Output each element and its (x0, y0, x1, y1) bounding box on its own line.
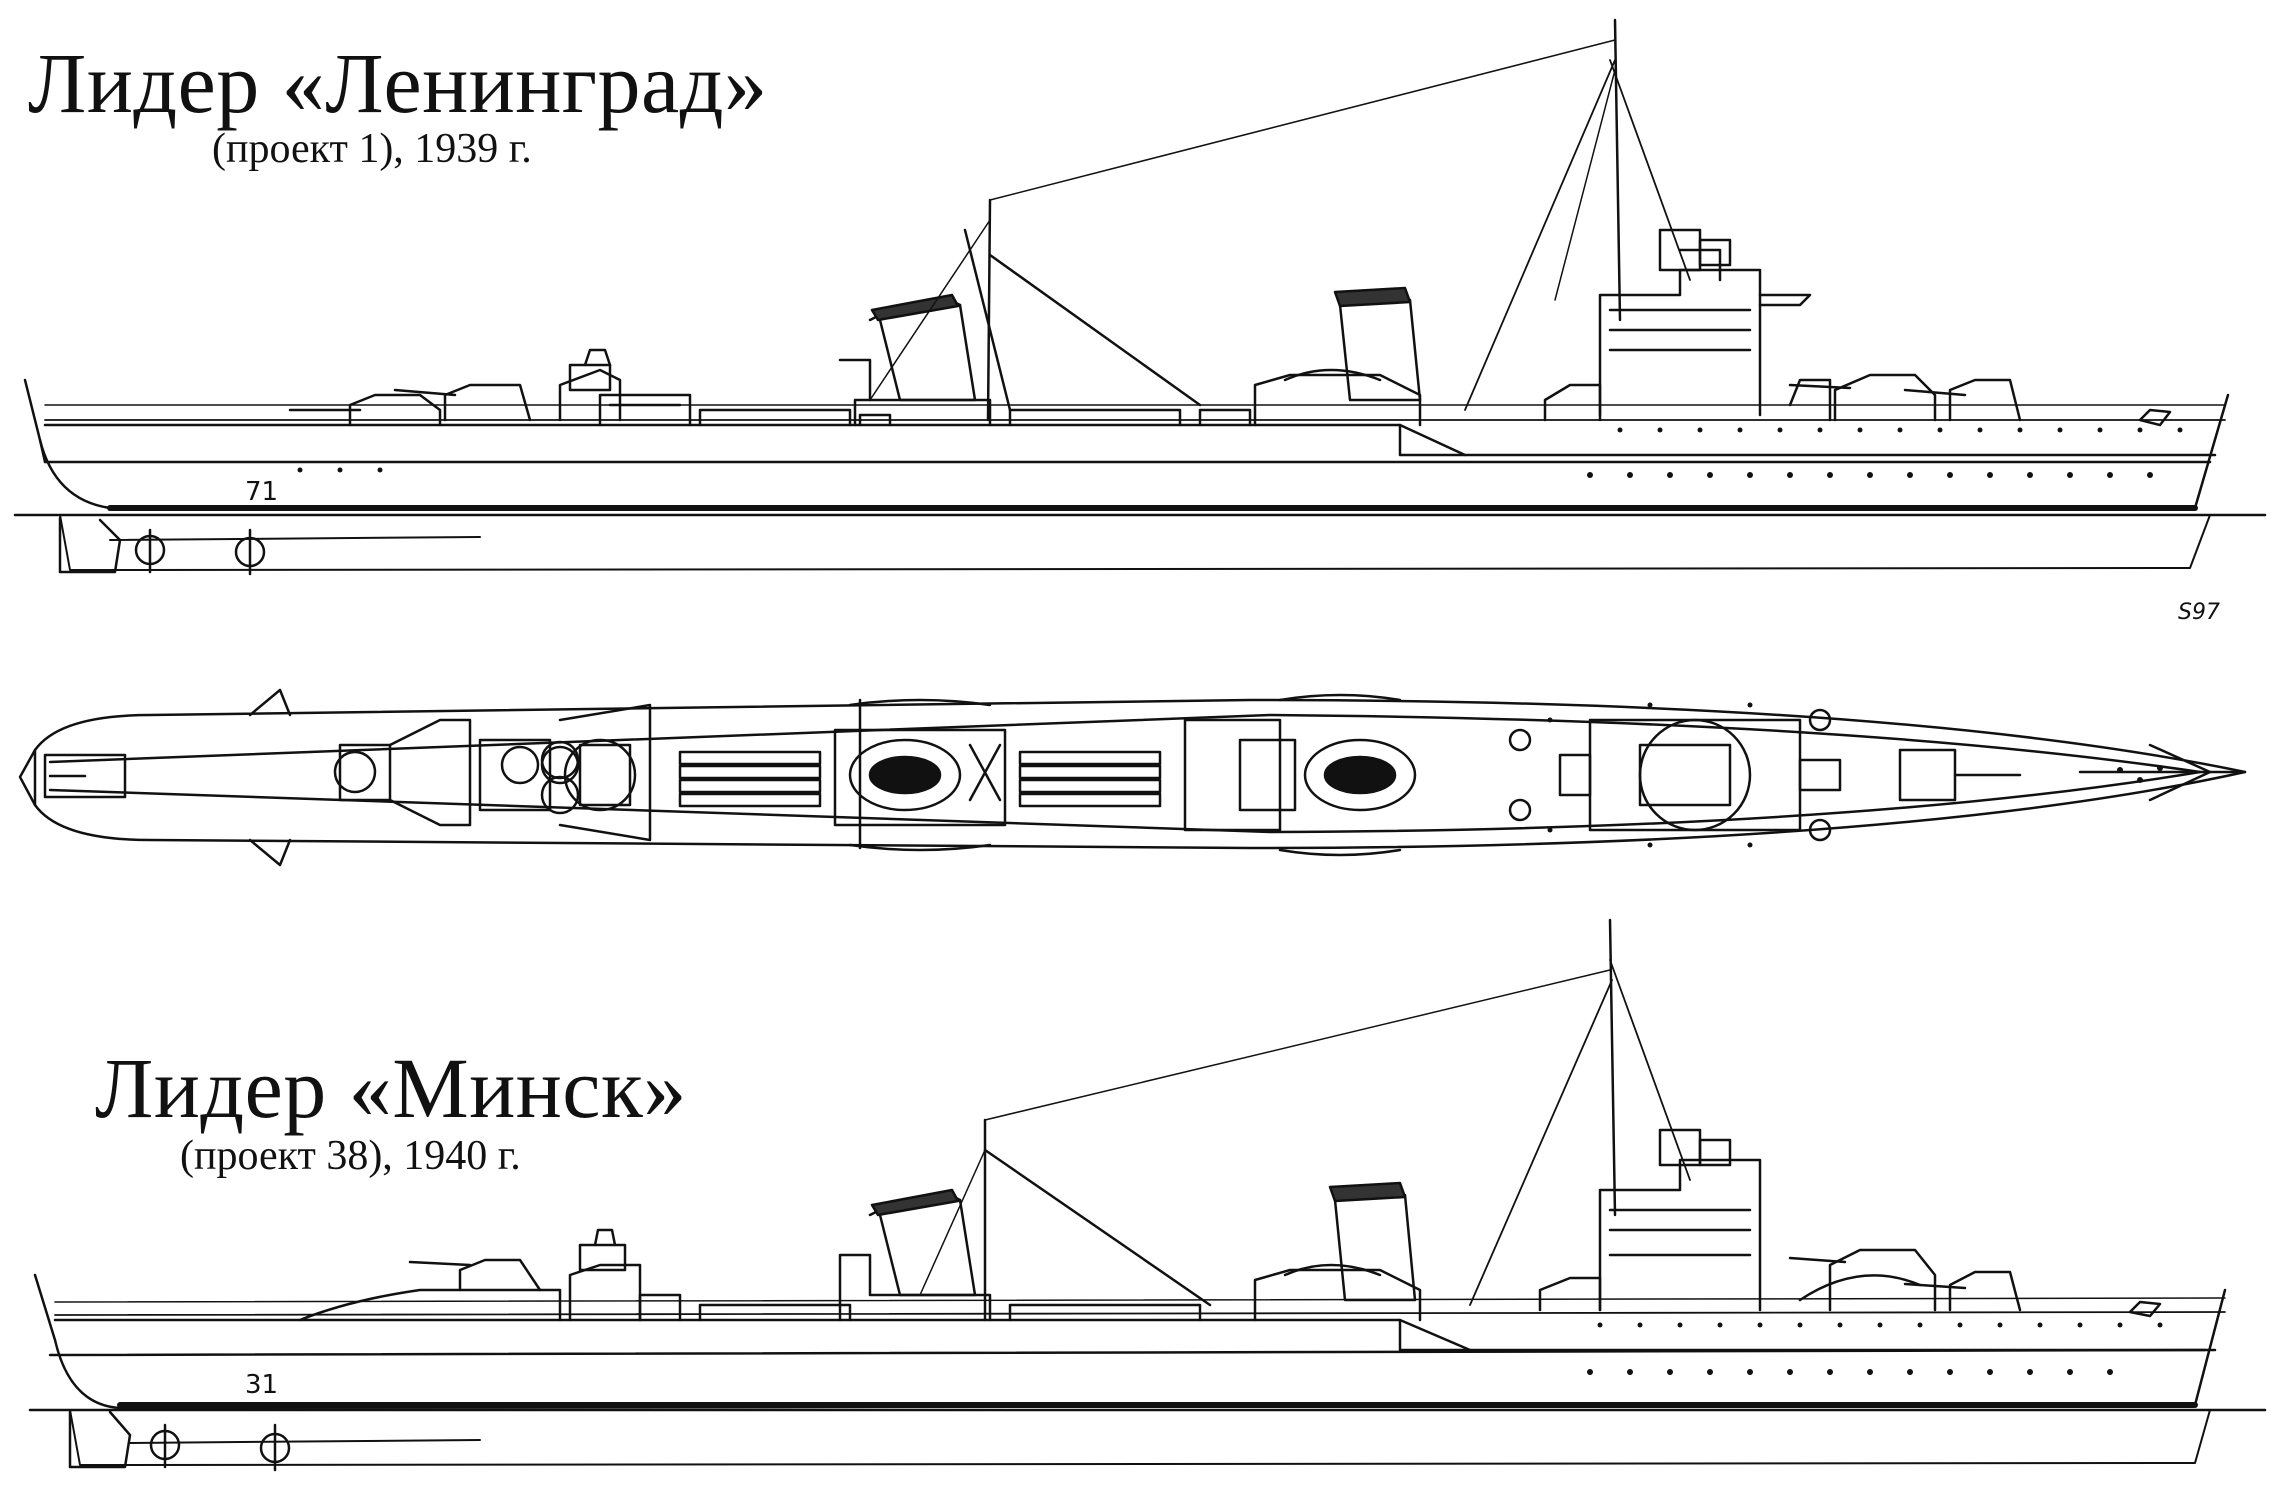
ship1-title: Лидер «Ленинград» (28, 35, 768, 131)
ship2-title: Лидер «Минск» (95, 1040, 687, 1136)
ship1-subtitle: (проект 1), 1939 г. (212, 126, 532, 172)
ship2-hull-number: 31 (245, 1370, 278, 1400)
ship2-subtitle: (проект 38), 1940 г. (180, 1133, 521, 1179)
ship2-side-view: 31 (28, 918, 2267, 1472)
ship-top-view (18, 688, 2247, 867)
ship1-side-view: 71 (13, 18, 2267, 576)
ship1-hull-number: 71 (245, 477, 278, 507)
artist-signature: S97 (2178, 600, 2220, 625)
